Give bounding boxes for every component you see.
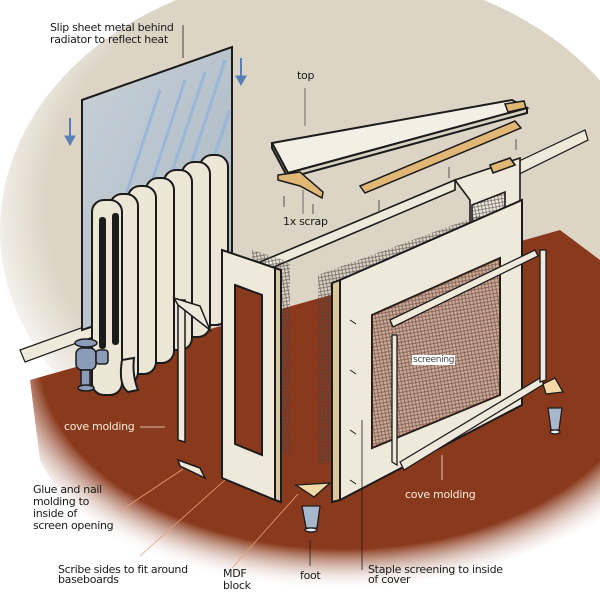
label-scribe-sides-line1: Scribe sides to fit around bbox=[58, 563, 188, 576]
label-glue-nail-line1: Glue and nail bbox=[33, 483, 102, 496]
label-glue-nail-line4: screen opening bbox=[33, 519, 114, 532]
label-glue-nail-line2: molding to bbox=[33, 495, 90, 508]
label-glue-nail-line3: inside of bbox=[33, 507, 77, 520]
wood-scrap bbox=[277, 100, 527, 200]
label-screening: screening bbox=[412, 355, 456, 365]
label-sheet-metal-line1: Slip sheet metal behind bbox=[50, 21, 174, 34]
label-cove-molding-right: cove molding bbox=[405, 488, 476, 501]
top-board bbox=[270, 98, 530, 180]
label-glue-nail: Glue and nail molding to inside of scree… bbox=[33, 483, 114, 532]
label-sheet-metal: Slip sheet metal behind radiator to refl… bbox=[50, 22, 174, 46]
radiator-valve bbox=[74, 338, 109, 392]
label-scrap: 1x scrap bbox=[283, 215, 328, 228]
cove-molding-strips bbox=[172, 296, 212, 480]
cast-iron-radiator bbox=[91, 154, 229, 396]
nail-icons bbox=[283, 139, 517, 214]
arrow-down-icon bbox=[235, 58, 247, 87]
label-mdf-block-line2: block bbox=[223, 579, 251, 592]
label-sheet-metal-line2: radiator to reflect heat bbox=[50, 33, 168, 46]
triangle-block-icon bbox=[294, 377, 565, 498]
label-staple-line2: of cover bbox=[368, 573, 411, 586]
label-scribe-sides-line2: baseboards bbox=[58, 573, 119, 586]
label-mdf-block-line1: MDF bbox=[223, 567, 247, 580]
label-staple-line1: Staple screening to inside bbox=[368, 563, 503, 576]
furniture-foot-icon bbox=[301, 407, 563, 533]
label-staple: Staple screening to inside of cover bbox=[368, 563, 503, 586]
label-top: top bbox=[297, 69, 315, 82]
front-frame bbox=[331, 198, 547, 504]
leader-lines bbox=[119, 25, 443, 570]
label-cove-molding-left: cove molding bbox=[64, 420, 135, 433]
arrow-down-icon bbox=[64, 118, 76, 147]
side-panel bbox=[221, 248, 282, 504]
label-scribe-sides: Scribe sides to fit around baseboards bbox=[58, 563, 188, 586]
label-foot: foot bbox=[300, 569, 321, 582]
label-mdf-block: MDF block bbox=[223, 568, 251, 592]
